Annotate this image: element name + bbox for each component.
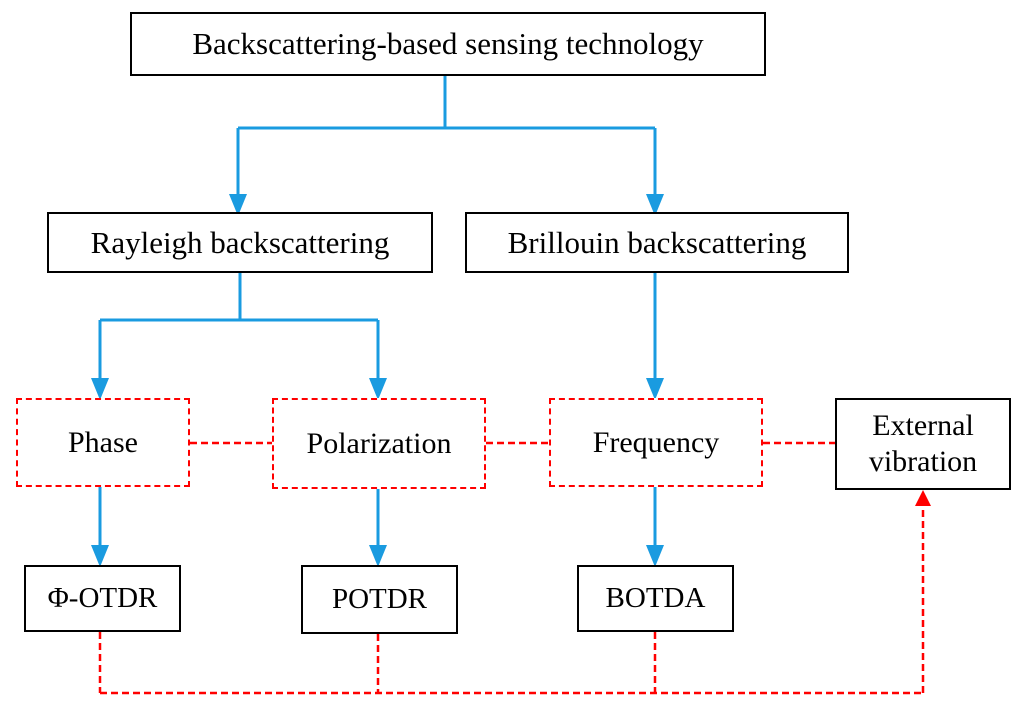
node-phase: Phase [16, 398, 190, 487]
node-phase-label: Phase [68, 425, 138, 459]
arrowhead-phase [91, 378, 109, 400]
node-botda-label: BOTDA [605, 582, 706, 615]
node-polarization: Polarization [272, 398, 486, 489]
node-polarization-label: Polarization [306, 426, 452, 460]
arrowhead-polarization [369, 378, 387, 400]
node-botda: BOTDA [577, 565, 734, 632]
node-external-line2: vibration [868, 445, 978, 478]
node-potdr-label: POTDR [331, 583, 428, 616]
arrowhead-brillouin [646, 194, 664, 216]
node-brillouin-label: Brillouin backscattering [507, 224, 807, 260]
arrowhead-phi-otdr [91, 545, 109, 567]
node-root: Backscattering-based sensing technology [130, 12, 766, 76]
node-frequency-label: Frequency [592, 425, 720, 459]
node-rayleigh: Rayleigh backscattering [47, 212, 433, 273]
node-external-vibration: External vibration [835, 398, 1011, 490]
node-root-label: Backscattering-based sensing technology [192, 26, 704, 62]
arrowhead-frequency [646, 378, 664, 400]
node-potdr: POTDR [301, 565, 458, 634]
arrowhead-botda [646, 545, 664, 567]
arrowhead-potdr [369, 545, 387, 567]
node-brillouin: Brillouin backscattering [465, 212, 849, 273]
node-phi-otdr: Φ-OTDR [24, 565, 181, 632]
arrowhead-external [915, 490, 931, 506]
node-frequency: Frequency [549, 398, 763, 487]
node-rayleigh-label: Rayleigh backscattering [90, 224, 390, 260]
arrowhead-rayleigh [229, 194, 247, 216]
node-external-line1: External [872, 409, 974, 442]
node-phi-otdr-label: Φ-OTDR [47, 582, 158, 615]
